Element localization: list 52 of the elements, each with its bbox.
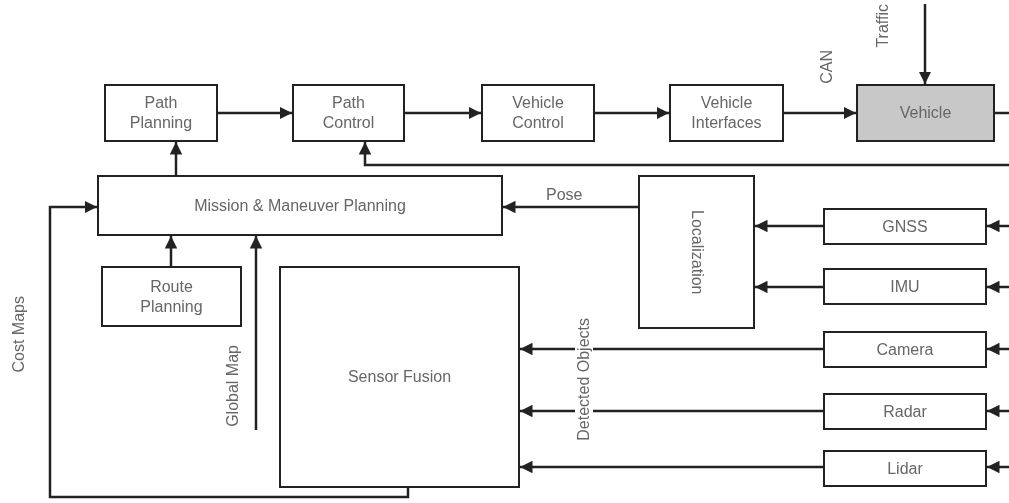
process-box [823, 331, 987, 368]
process-box [104, 84, 218, 142]
process-box [638, 175, 755, 329]
box-label: Sensor Fusion [346, 367, 453, 387]
box-label: Lidar [886, 458, 924, 479]
arrow [918, 4, 932, 84]
arrow [48, 200, 410, 499]
box-label: Vehicle Control [511, 93, 565, 133]
box-label: Radar [882, 401, 928, 422]
box-label: Mission & Maneuver Planning [193, 195, 407, 216]
arrow [784, 106, 856, 120]
arrow [520, 460, 823, 474]
box-label: Vehicle Interfaces [690, 93, 763, 133]
arrow [755, 280, 823, 294]
arrow [358, 142, 1009, 167]
process-box [279, 266, 520, 488]
box-label: Path Planning [128, 93, 194, 133]
edge-label: Global Map [224, 345, 242, 427]
arrow [169, 142, 183, 175]
arrow [987, 280, 1009, 294]
process-box [292, 84, 405, 142]
arrow [755, 219, 823, 233]
arrow [987, 219, 1009, 233]
box-label: Path Control [321, 93, 376, 133]
process-box [669, 84, 784, 142]
process-box [823, 393, 987, 430]
process-box [823, 450, 987, 487]
arrow [249, 236, 263, 430]
process-box [97, 175, 503, 236]
annotation-label: Detected Objects [575, 318, 593, 441]
arrow [987, 342, 1009, 356]
box-label: IMU [889, 276, 921, 297]
arrow [520, 342, 823, 356]
box-label: Camera [875, 339, 935, 360]
arrow [987, 404, 1009, 418]
box-label: Localization [687, 209, 707, 295]
process-box [481, 84, 595, 142]
arrow [164, 236, 178, 266]
edge-label: Cost Maps [10, 296, 28, 373]
process-box [856, 84, 995, 142]
arrow [218, 106, 292, 120]
box-label: GNSS [881, 216, 929, 237]
process-box [101, 266, 242, 327]
arrow [520, 404, 823, 418]
arrow [405, 106, 481, 120]
box-label: Vehicle [898, 103, 953, 123]
arrow [503, 200, 638, 214]
arrow [595, 106, 669, 120]
arrow [987, 460, 1009, 474]
process-box [823, 268, 987, 305]
process-box [823, 208, 987, 245]
box-label: Route Planning [139, 276, 204, 317]
